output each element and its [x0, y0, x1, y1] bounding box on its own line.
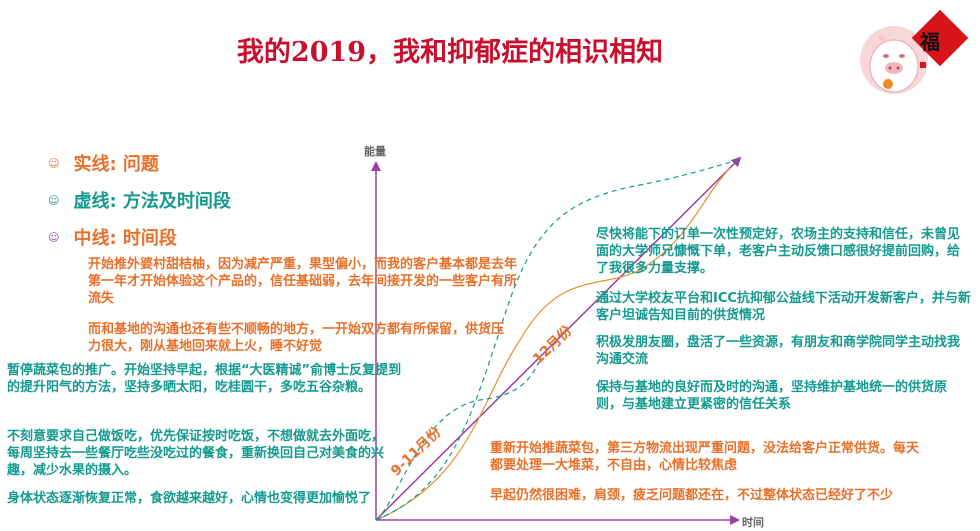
- smiley-icon: ☺: [48, 193, 60, 207]
- time-middle-line: [375, 156, 742, 521]
- smiley-icon: ☺: [48, 156, 60, 170]
- method-text: 身体状态逐渐恢复正常，食欲越来越好，心情也变得更加愉悦了: [7, 491, 372, 506]
- y-axis-label: 能量: [364, 145, 386, 158]
- method-text: 不刻意要求自己做饭吃，优先保证按时吃饭，不想做就去外面吃，每周坚持去一些餐厅吃些…: [7, 429, 385, 478]
- problem-text: 而和基地的沟通也还有些不顺畅的地方，一开始双方都有所保留，供货压力很大，刚从基地…: [88, 322, 505, 354]
- legend-dashed-line: ☺ 虚线: 方法及时间段: [48, 187, 231, 213]
- problem-solid-curve: [375, 167, 731, 521]
- method-dashed-curve: [375, 159, 739, 521]
- legend-label: 虚线: 方法及时间段: [73, 191, 231, 212]
- method-dashed-curve-lower: [375, 359, 541, 521]
- legend-label: 中线: 时间段: [73, 228, 177, 249]
- method-text: 暂停蔬菜包的推广。开始坚持早起，根据“大医精诚”俞博士反复提到的提升阳气的方法，…: [7, 363, 402, 395]
- problem-text: 重新开始推蔬菜包，第三方物流出现严重问题，没法给客户正常供货。每天都要处理一大堆…: [490, 441, 920, 473]
- method-text: 通过大学校友平台和ICC抗抑郁公益线下活动开发新客户，并与新客户坦诚告知目前的供…: [596, 291, 971, 323]
- x-axis-label: 时间: [742, 516, 764, 529]
- method-text: 保持与基地的良好而及时的沟通，坚持维护基地统一的供货原则，与基地建立更紧密的信任…: [596, 380, 948, 412]
- problem-text: 开始推外婆村甜桔柚，因为减产严重，果型偏小，而我的客户基本都是去年第一年才开始体…: [88, 257, 518, 306]
- legend-middle-line: ☺ 中线: 时间段: [48, 224, 177, 250]
- method-text: 积极发朋友圈，盘活了一些资源，有朋友和商学院同学主动找我沟通交流: [596, 335, 961, 367]
- legend-label: 实线: 问题: [73, 154, 159, 175]
- method-text: 尽快将能下的订单一次性预定好，农场主的支持和信任，未曾见面的大学师兄慷慨下单，老…: [596, 227, 961, 276]
- problem-text: 早起仍然很困难，肩颈，疲乏问题都还在，不过整体状态已经好了不少: [490, 488, 894, 503]
- smiley-icon: ☺: [48, 230, 60, 244]
- fortune-character: 福: [920, 30, 940, 54]
- page-title: 我的2019，我和抑郁症的相识相知: [236, 37, 664, 68]
- legend-solid-line: ☺ 实线: 问题: [48, 150, 159, 176]
- pig-fortune-logo: [860, 9, 969, 94]
